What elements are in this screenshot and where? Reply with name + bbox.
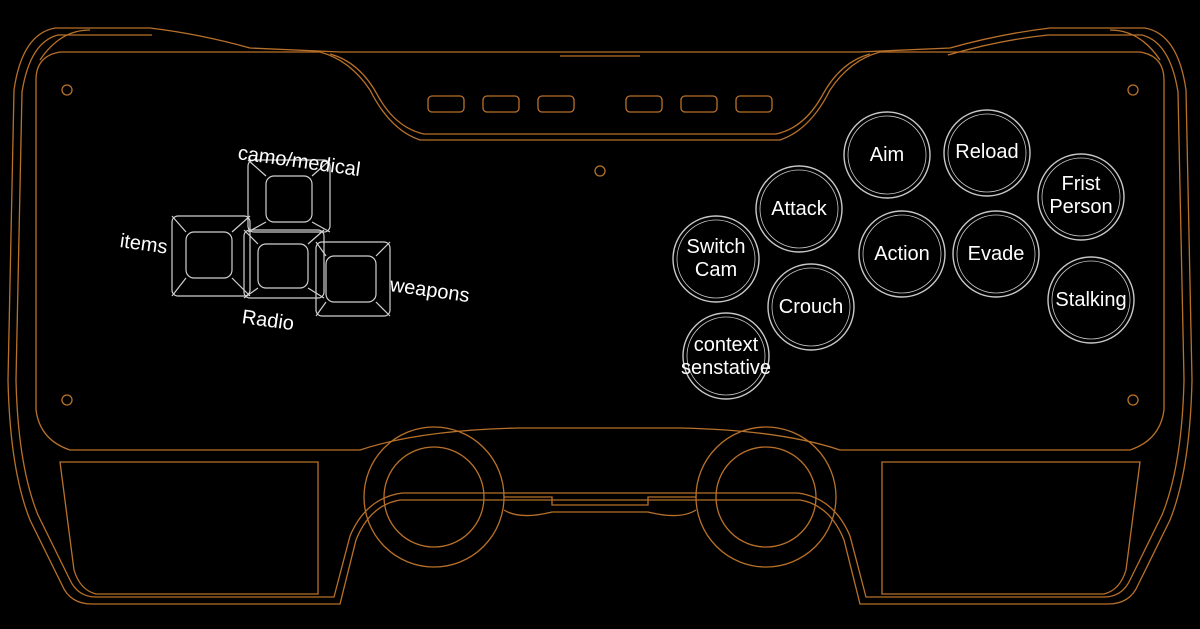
stalking-button[interactable]: Stalking (1046, 289, 1136, 312)
top-button-2 (482, 95, 520, 113)
attack-button[interactable]: Attack (759, 198, 839, 221)
top-button-4 (625, 95, 663, 113)
right-panel (881, 461, 1141, 595)
screw-top-left (61, 84, 73, 96)
left-joystick-inner (383, 446, 485, 548)
context-label-line2: senstative (680, 357, 772, 379)
attack-button-ring (755, 165, 843, 253)
crouch-button[interactable]: Crouch (771, 296, 851, 319)
action-label: Action (874, 243, 930, 265)
action-button-ring (858, 210, 946, 298)
first-person-label-line2: Person (1049, 196, 1113, 218)
outer-shell-inner (15, 34, 1185, 598)
aim-button[interactable]: Aim (847, 144, 927, 167)
top-button-5 (680, 95, 718, 113)
screw-top-right (1127, 84, 1139, 96)
crouch-button-ring (767, 263, 855, 351)
right-joystick-inner (715, 446, 817, 548)
aim-button-ring (843, 111, 931, 199)
context-button-ring (682, 312, 770, 400)
switch-cam-button-ring (672, 215, 760, 303)
attack-label: Attack (771, 198, 827, 220)
crouch-label: Crouch (778, 296, 844, 318)
stalking-label: Stalking (1055, 289, 1127, 311)
reload-button-ring (943, 109, 1031, 197)
first-person-button-ring (1037, 153, 1125, 241)
dpad (171, 159, 391, 317)
top-plate (35, 51, 1165, 451)
action-button[interactable]: Action (862, 243, 942, 266)
aim-label: Aim (869, 144, 905, 166)
switch-cam-label-line1: Switch (686, 236, 746, 258)
center-screw (594, 165, 606, 177)
evade-button-ring (952, 210, 1040, 298)
screw-bottom-right (1127, 394, 1139, 406)
top-button-3 (537, 95, 575, 113)
switch-cam-label-line2: Cam (694, 259, 738, 281)
left-panel (59, 461, 319, 595)
top-button-6 (735, 95, 773, 113)
outer-shell (7, 27, 1193, 605)
evade-label: Evade (967, 243, 1025, 265)
evade-button[interactable]: Evade (956, 243, 1036, 266)
reload-button[interactable]: Reload (947, 141, 1027, 164)
dpad-key-center (243, 229, 325, 299)
first-person-label-line1: Frist (1061, 173, 1101, 195)
stalking-button-ring (1047, 256, 1135, 344)
screw-bottom-left (61, 394, 73, 406)
context-label-line1: context (693, 334, 759, 356)
top-bezel (329, 53, 871, 135)
action-buttons (672, 109, 1135, 400)
reload-label: Reload (955, 141, 1019, 163)
dpad-key-up (247, 159, 331, 233)
top-button-1 (427, 95, 465, 113)
dpad-key-left (171, 215, 251, 297)
dpad-key-right (315, 241, 391, 317)
